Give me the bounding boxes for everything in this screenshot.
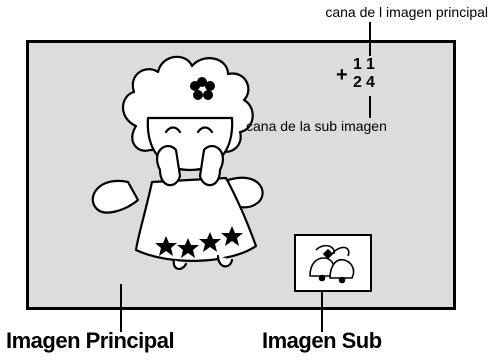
sub-picture-label: Imagen Sub [262,328,382,353]
main-channel-digit: 1 [366,56,375,73]
bells-icon [309,244,355,284]
angel-icon [91,55,264,270]
main-channel-label: cana de l imagen principal [325,4,488,20]
sub-picture-window [294,234,372,292]
main-channel-digit: 1 [353,56,362,73]
channel-display: + 1 1 2 4 [336,56,382,96]
main-picture-label: Imagen Principal [6,328,175,353]
sub-channel-digit: 4 [366,74,375,91]
sub-channel-digit: 2 [353,74,362,91]
channel-plus-sign: + [336,64,348,86]
sub-channel-label: cana de la sub imagen [246,118,387,134]
